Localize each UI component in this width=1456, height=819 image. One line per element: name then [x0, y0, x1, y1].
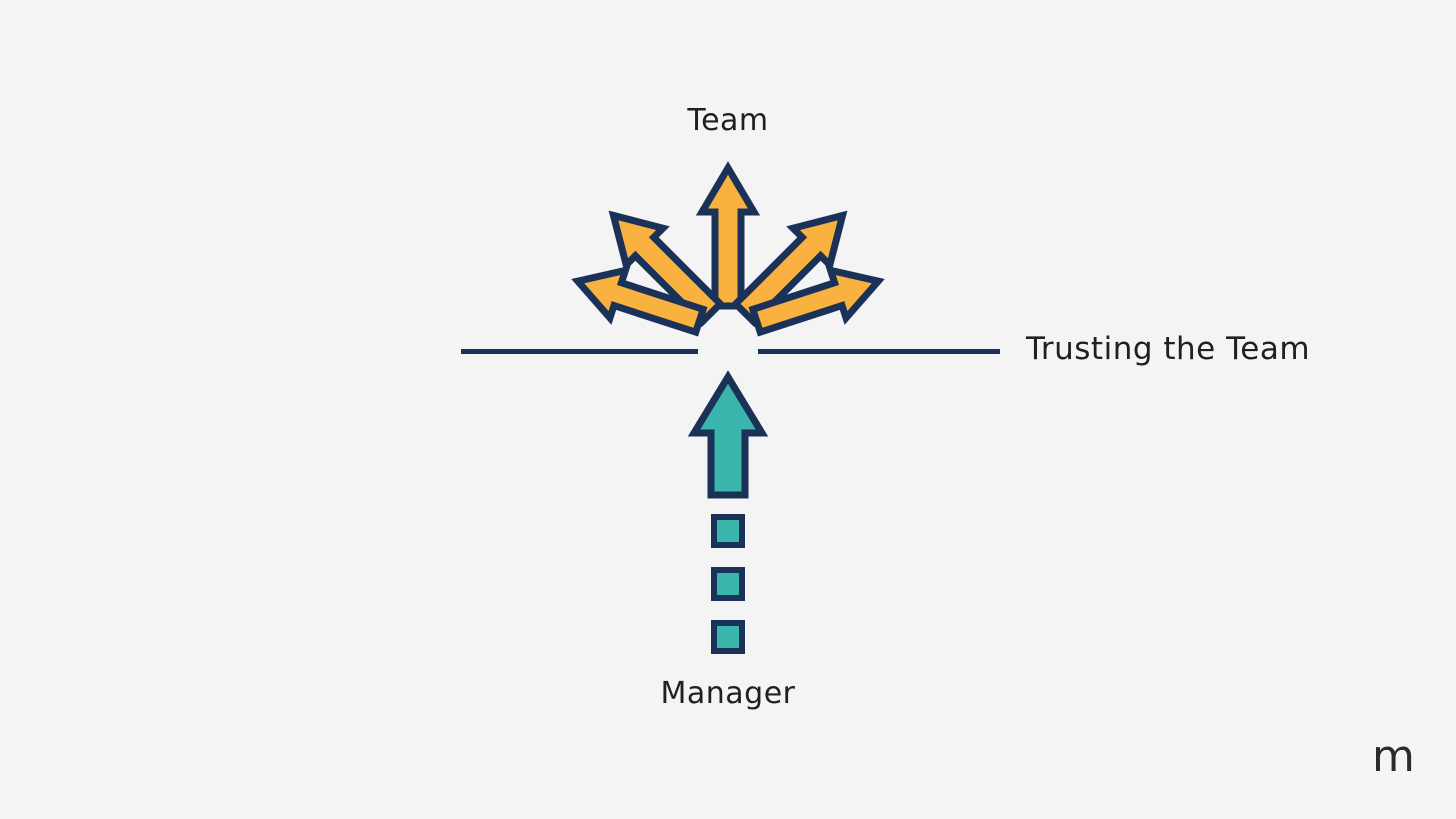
manager-dash-2 [711, 567, 745, 601]
manager-label-text: Manager [660, 676, 796, 711]
team-arrow-center [702, 168, 754, 306]
manager-arrow [687, 370, 769, 499]
watermark-logo: m [1372, 731, 1415, 782]
manager-dash-3 [711, 620, 745, 654]
trusting-the-team-label: Trusting the Team [1026, 331, 1311, 367]
manager-dash-1 [711, 514, 745, 548]
team-label: Team [0, 103, 1456, 138]
team-label-text: Team [687, 103, 769, 138]
manager-trail-dashes [711, 514, 745, 654]
manager-label: Manager [0, 676, 1456, 711]
